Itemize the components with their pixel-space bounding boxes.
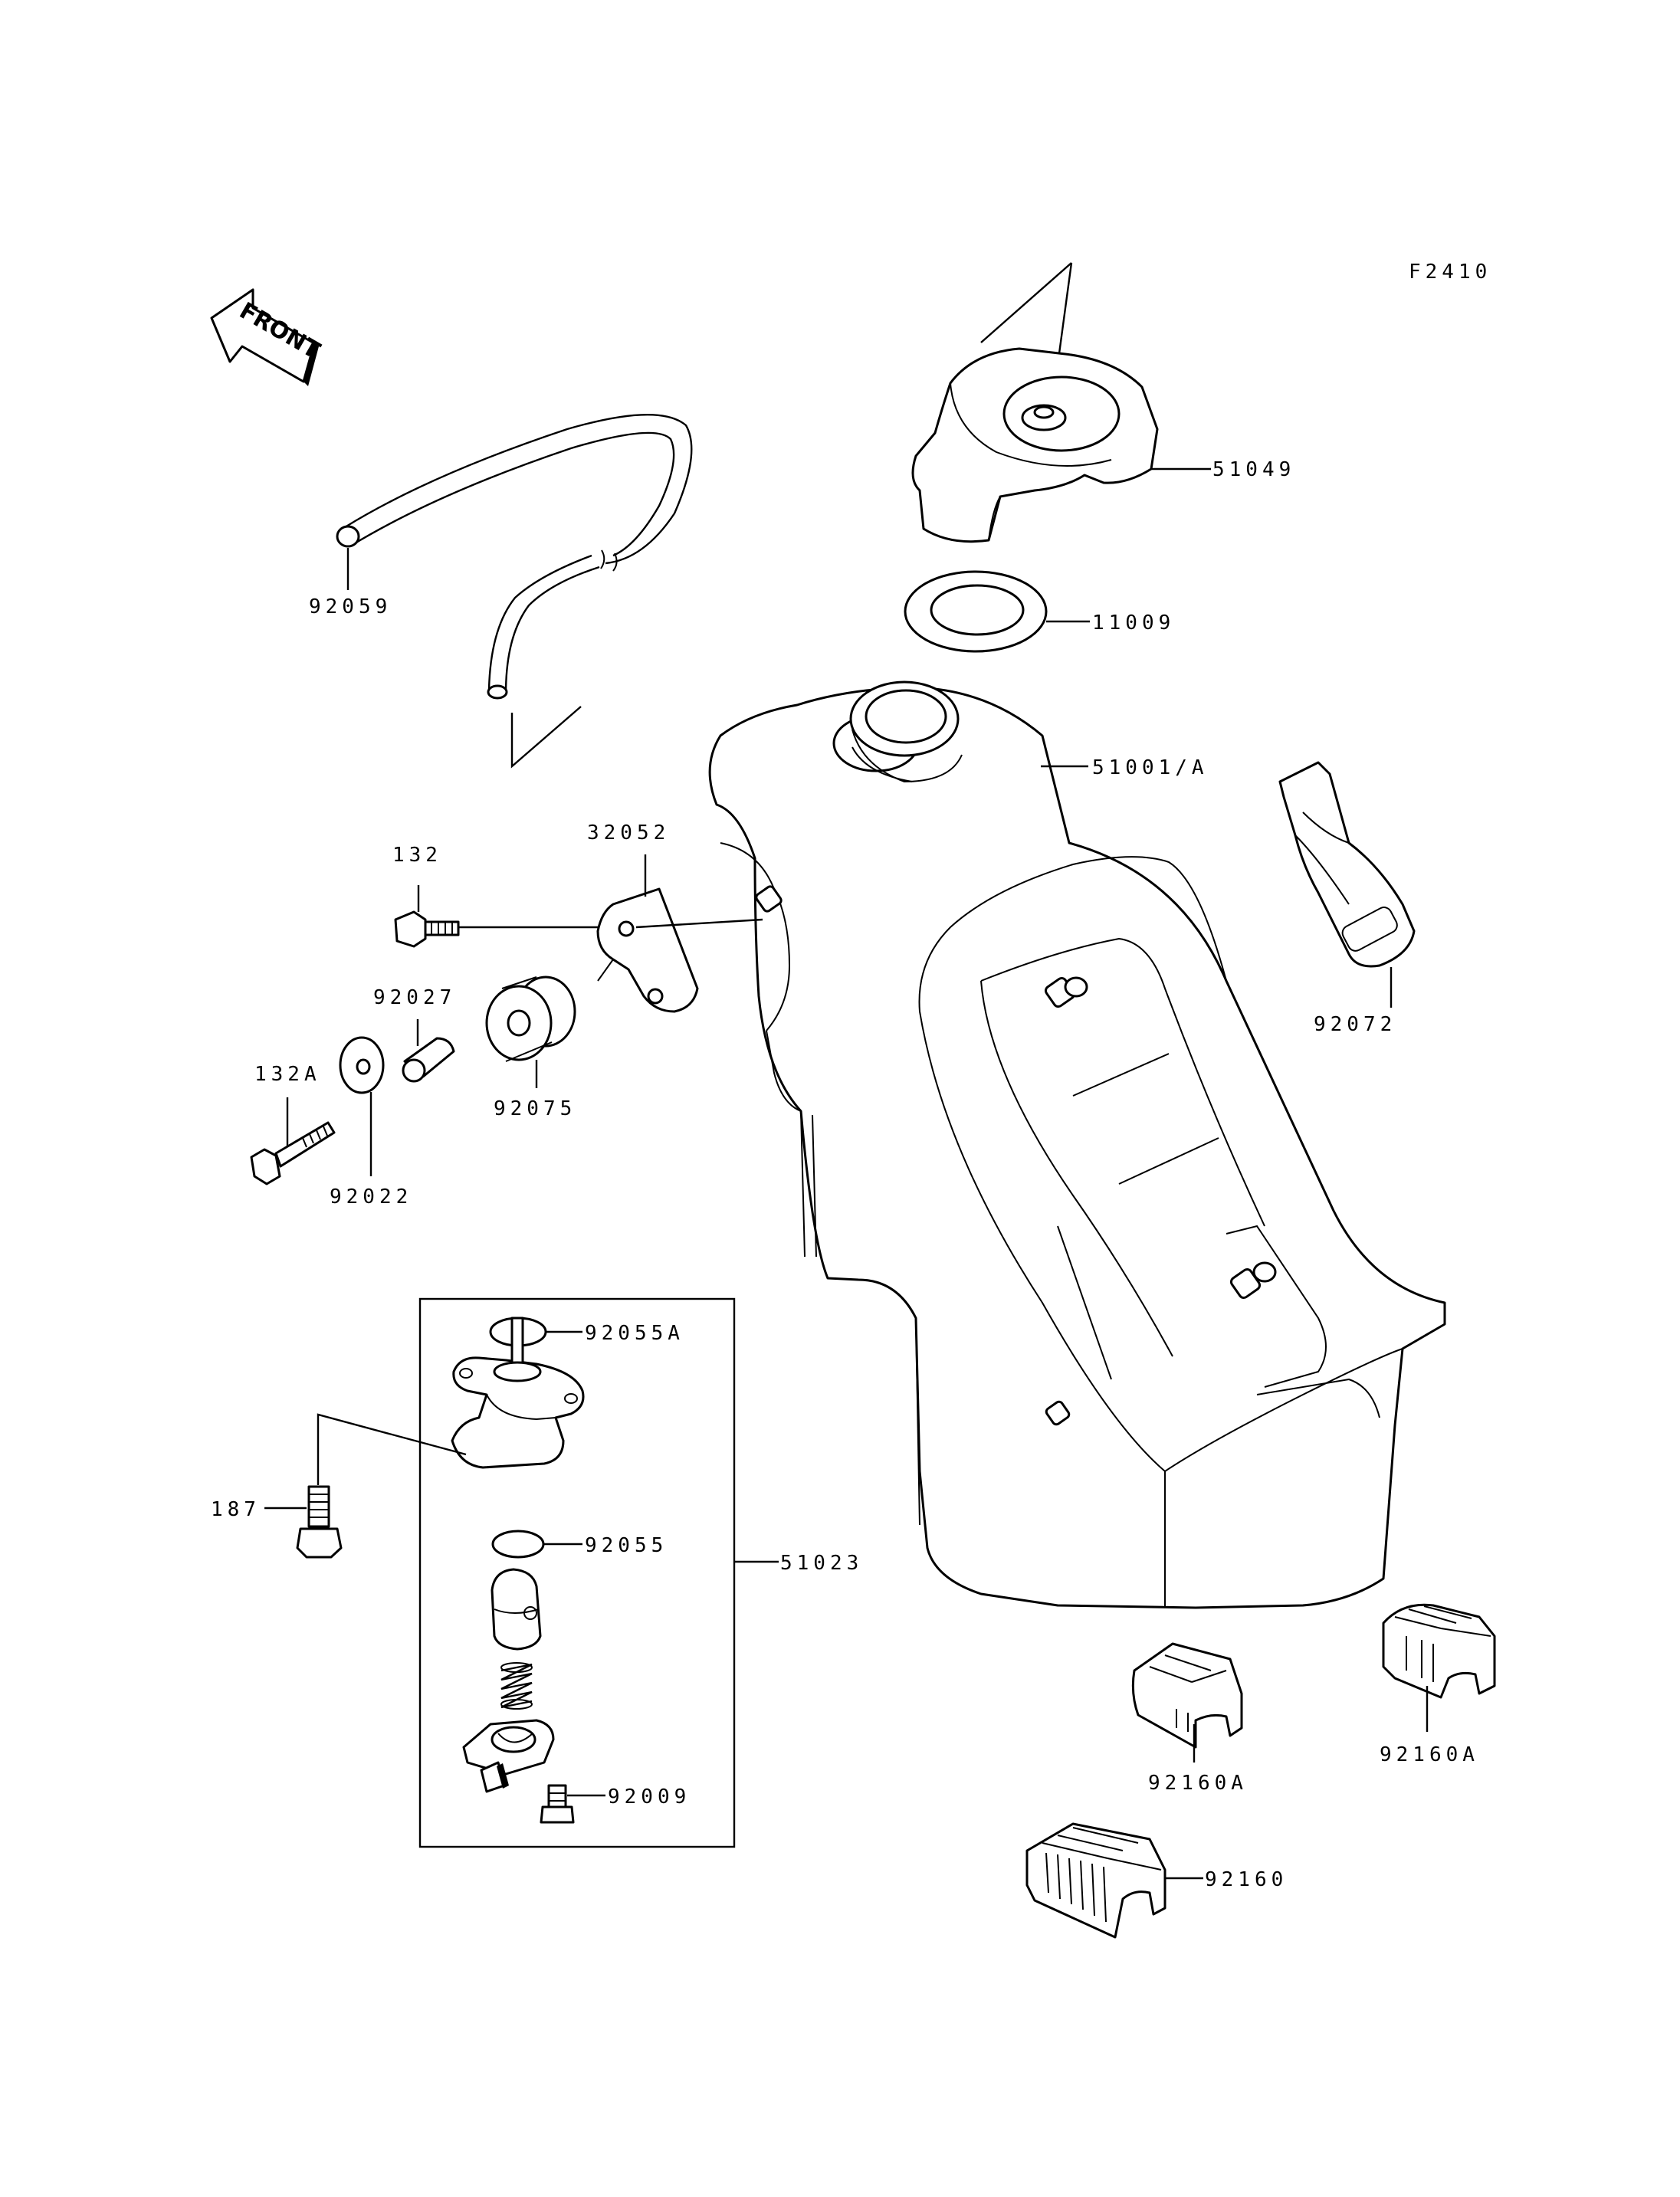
part-number-51001a: 51001/A xyxy=(1092,756,1209,779)
part-number-51023: 51023 xyxy=(780,1552,863,1575)
collar-drawing xyxy=(402,1037,455,1083)
part-number-187: 187 xyxy=(211,1498,261,1521)
part-number-92160: 92160 xyxy=(1205,1868,1288,1891)
tank-strap-drawing xyxy=(1278,761,1416,968)
part-number-92160a-right: 92160A xyxy=(1380,1743,1479,1766)
valve-plug-drawing xyxy=(491,1568,542,1651)
part-number-92059: 92059 xyxy=(309,595,392,618)
part-number-92055a: 92055A xyxy=(585,1322,684,1345)
figure-code: F2410 xyxy=(1409,261,1491,284)
cover-a-right-drawing xyxy=(1382,1603,1496,1699)
part-number-92072: 92072 xyxy=(1314,1013,1396,1036)
damper-drawing xyxy=(485,976,576,1062)
bolt-187-drawing xyxy=(296,1485,343,1559)
part-number-92009: 92009 xyxy=(608,1785,691,1808)
bracket-drawing xyxy=(596,887,699,1013)
part-number-92027: 92027 xyxy=(373,986,456,1009)
bracket-to-tank-line xyxy=(635,918,763,929)
valve-lever-drawing xyxy=(462,1719,555,1793)
part-number-92160a-center: 92160A xyxy=(1148,1772,1248,1795)
bolt-132a-drawing xyxy=(250,1121,336,1185)
part-number-132: 132 xyxy=(392,844,442,867)
washer-drawing xyxy=(339,1036,385,1094)
part-number-92075: 92075 xyxy=(494,1097,576,1120)
bolt-187-route-line xyxy=(317,1413,467,1485)
part-number-11009: 11009 xyxy=(1092,612,1175,635)
hose-route-lines xyxy=(510,706,582,769)
fuel-cock-assembly-frame xyxy=(418,1297,736,1848)
part-number-132a: 132A xyxy=(254,1063,321,1086)
front-arrow-icon: FRONT xyxy=(210,288,325,386)
cap-gasket-drawing xyxy=(904,570,1048,653)
part-number-32052: 32052 xyxy=(587,821,670,844)
cover-a-center-drawing xyxy=(1131,1642,1243,1749)
part-number-92055: 92055 xyxy=(585,1534,668,1557)
screw-drawing xyxy=(540,1784,575,1824)
part-number-51049: 51049 xyxy=(1212,458,1295,481)
oring-drawing xyxy=(491,1530,545,1559)
breather-hose-drawing xyxy=(336,413,693,700)
fuel-cap-drawing xyxy=(911,347,1159,543)
bolt-132-drawing xyxy=(394,910,460,948)
fuel-cock-body-drawing xyxy=(451,1317,585,1469)
part-number-92022: 92022 xyxy=(330,1185,412,1208)
cover-drawing xyxy=(1025,1822,1166,1939)
spring-drawing xyxy=(500,1662,533,1710)
fuel-tank-drawing xyxy=(708,680,1446,1609)
